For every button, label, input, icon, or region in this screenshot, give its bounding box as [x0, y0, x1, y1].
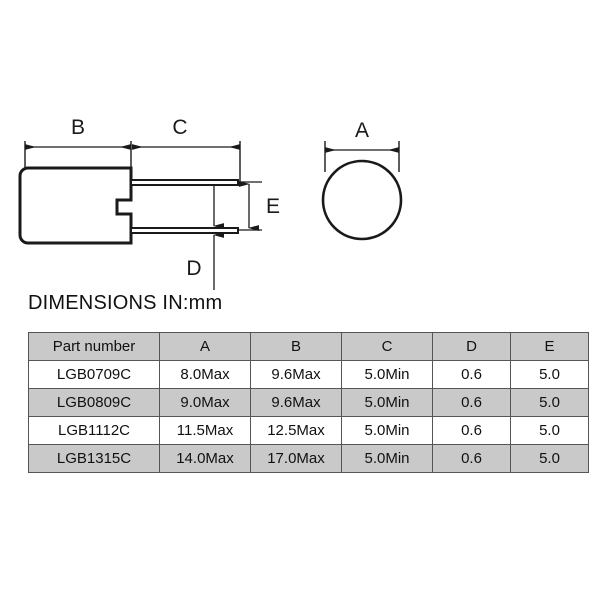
- capacitor-end-circle: [321, 159, 403, 241]
- side-view-group: B C E D: [18, 116, 280, 290]
- cell-d: 0.6: [432, 388, 511, 417]
- technical-drawing: B C E D A: [18, 116, 403, 290]
- table-row: LGB1112C 11.5Max 12.5Max 5.0Min 0.6 5.0: [28, 416, 589, 445]
- table-header-row: Part number A B C D E: [28, 332, 589, 361]
- dimension-label-B: B: [71, 116, 85, 139]
- column-header-part-number: Part number: [28, 332, 160, 361]
- dimension-label-A: A: [355, 119, 369, 142]
- table-row: LGB1315C 14.0Max 17.0Max 5.0Min 0.6 5.0: [28, 444, 589, 473]
- lead-upper: [130, 179, 239, 186]
- cell-c: 5.0Min: [341, 444, 433, 473]
- table-row: LGB0809C 9.0Max 9.6Max 5.0Min 0.6 5.0: [28, 388, 589, 417]
- end-view-group: A: [321, 119, 403, 241]
- cell-e: 5.0: [510, 388, 589, 417]
- dimension-label-C: C: [172, 116, 187, 139]
- table-row: LGB0709C 8.0Max 9.6Max 5.0Min 0.6 5.0: [28, 360, 589, 389]
- cell-part-number: LGB1112C: [28, 416, 160, 445]
- cell-c: 5.0Min: [341, 360, 433, 389]
- column-header-a: A: [159, 332, 251, 361]
- capacitor-body: [18, 166, 133, 245]
- column-header-b: B: [250, 332, 342, 361]
- cell-b: 12.5Max: [250, 416, 342, 445]
- column-header-e: E: [510, 332, 589, 361]
- cell-e: 5.0: [510, 444, 589, 473]
- cell-c: 5.0Min: [341, 416, 433, 445]
- drawing-canvas: B C E D A: [18, 116, 403, 290]
- cell-b: 9.6Max: [250, 388, 342, 417]
- cell-d: 0.6: [432, 444, 511, 473]
- dimension-label-D: D: [186, 257, 201, 280]
- lead-lower: [130, 227, 239, 234]
- cell-b: 17.0Max: [250, 444, 342, 473]
- cell-part-number: LGB1315C: [28, 444, 160, 473]
- cell-d: 0.6: [432, 360, 511, 389]
- column-header-c: C: [341, 332, 433, 361]
- cell-e: 5.0: [510, 416, 589, 445]
- cell-part-number: LGB0709C: [28, 360, 160, 389]
- cell-a: 11.5Max: [159, 416, 251, 445]
- cell-e: 5.0: [510, 360, 589, 389]
- table-title: DIMENSIONS IN:mm: [28, 292, 223, 314]
- cell-a: 8.0Max: [159, 360, 251, 389]
- cell-c: 5.0Min: [341, 388, 433, 417]
- dimensions-table: Part number A B C D E LGB0709C 8.0Max 9.…: [28, 332, 589, 473]
- cell-b: 9.6Max: [250, 360, 342, 389]
- cell-a: 14.0Max: [159, 444, 251, 473]
- column-header-d: D: [432, 332, 511, 361]
- cell-a: 9.0Max: [159, 388, 251, 417]
- dimension-label-E: E: [266, 195, 280, 218]
- cell-d: 0.6: [432, 416, 511, 445]
- cell-part-number: LGB0809C: [28, 388, 160, 417]
